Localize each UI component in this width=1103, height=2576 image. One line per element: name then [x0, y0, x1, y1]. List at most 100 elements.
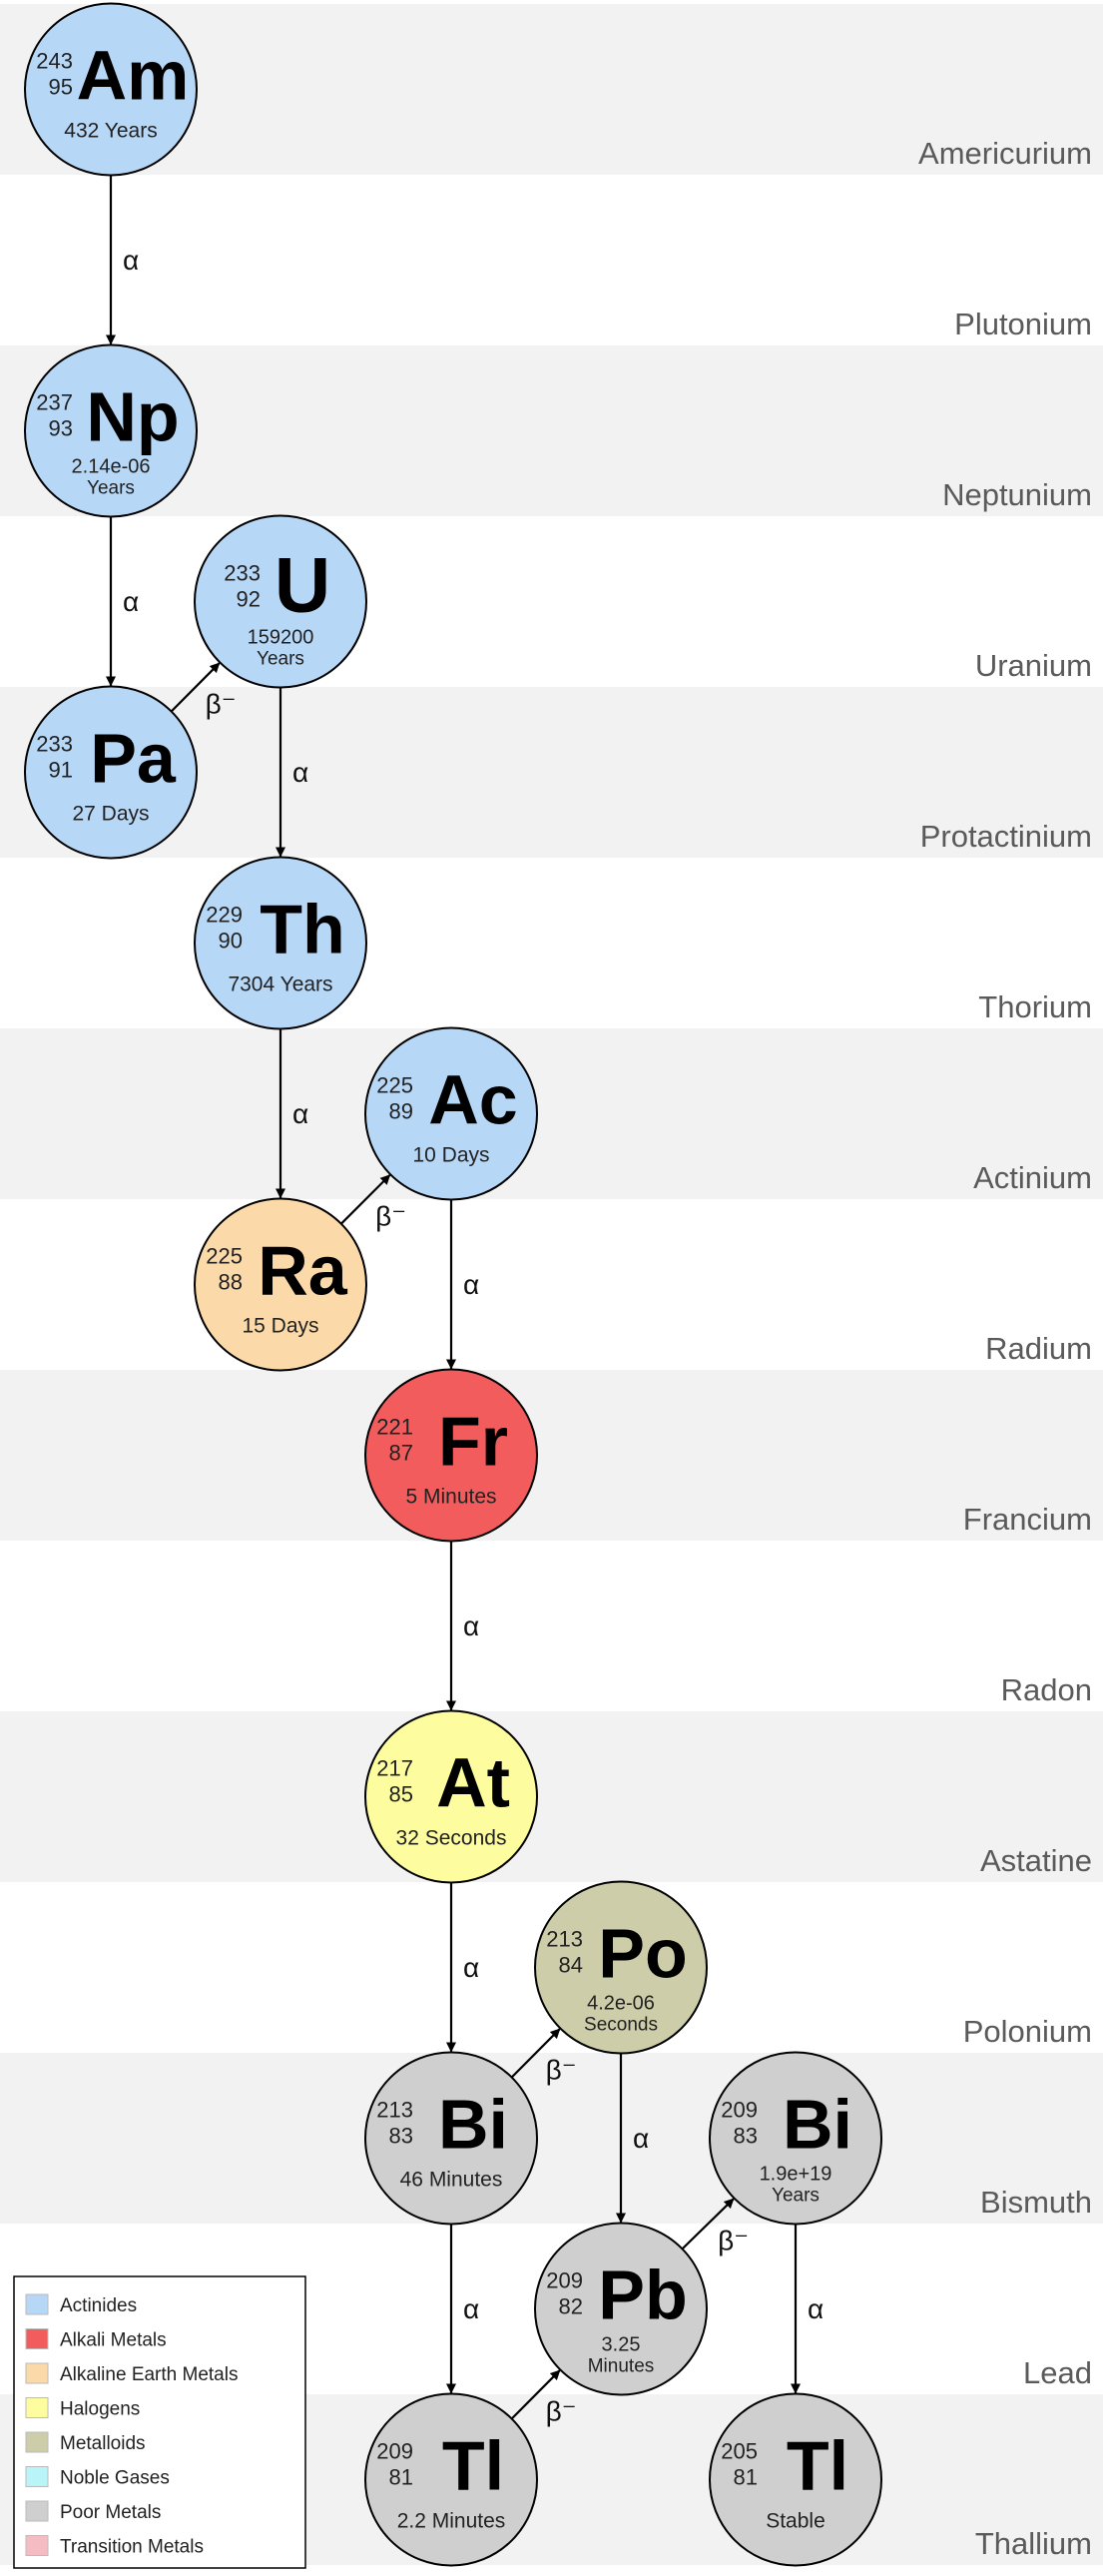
half-life-unit: Years	[257, 649, 304, 670]
element-symbol: Th	[260, 891, 345, 968]
mass-number: 209	[721, 2098, 758, 2123]
mass-number: 225	[376, 1073, 413, 1098]
row-label-bismuth: Bismuth	[980, 2185, 1092, 2220]
element-symbol: Ac	[428, 1061, 517, 1139]
atomic-number: 91	[49, 758, 73, 783]
half-life-unit: Minutes	[588, 2356, 655, 2377]
half-life: 7304 Years	[228, 973, 332, 996]
decay-label-u-to-th: α	[292, 757, 308, 788]
element-symbol: Ra	[258, 1232, 348, 1310]
mass-number: 209	[546, 2268, 583, 2293]
mass-number: 213	[546, 1927, 583, 1952]
legend-label: Noble Gases	[60, 2468, 170, 2489]
decay-label-bi209-to-tl205: α	[808, 2293, 824, 2324]
legend-item-actinides: Actinides	[25, 2293, 137, 2316]
nuclide-circle	[24, 343, 198, 518]
decay-arrow-pb-to-bi209	[681, 2198, 735, 2251]
legend-label: Alkaline Earth Metals	[60, 2364, 238, 2385]
element-row-bands: AmericuriumPlutoniumNeptuniumUraniumProt…	[0, 4, 1103, 2565]
half-life: 32 Seconds	[396, 1827, 507, 1850]
mass-number: 233	[224, 561, 261, 586]
half-life-value: 159200	[248, 627, 314, 649]
element-symbol: Am	[77, 37, 190, 115]
legend-label: Transition Metals	[60, 2537, 204, 2558]
half-life-unit: Seconds	[584, 2015, 658, 2036]
nuclide-circle	[364, 1368, 538, 1543]
atomic-number: 92	[237, 587, 261, 612]
decay-label-pa-to-u: β⁻	[206, 688, 237, 719]
nuclide-circle	[24, 685, 198, 860]
row-label-americurium: Americurium	[918, 136, 1092, 171]
decay-label-ac-to-fr: α	[463, 1269, 479, 1300]
nuclide-circle	[24, 2, 198, 177]
half-life-value: 1.9e+19	[760, 2164, 832, 2186]
atomic-number: 81	[389, 2465, 413, 2490]
half-life: Stable	[766, 2510, 826, 2533]
nuclide-circle	[534, 1880, 708, 2055]
mass-number: 217	[376, 1756, 413, 1781]
element-symbol: Tl	[442, 2427, 504, 2505]
row-label-astatine: Astatine	[980, 1843, 1092, 1878]
half-life-unit: Years	[87, 478, 135, 499]
nuclide-circle	[194, 1197, 367, 1372]
decay-arrow-ra-to-ac	[340, 1174, 391, 1225]
legend-item-alkali-metals: Alkali Metals	[25, 2328, 167, 2351]
nuclide-circle	[364, 2051, 538, 2226]
element-symbol: Fr	[438, 1403, 508, 1481]
nuclide-circle	[364, 1709, 538, 1884]
decay-arrow-pa-to-u	[170, 662, 221, 713]
legend-label: Alkali Metals	[60, 2330, 167, 2351]
legend-item-alkaline-earth-metals: Alkaline Earth Metals	[25, 2362, 238, 2385]
decay-label-am-to-np: α	[123, 245, 139, 276]
mass-number: 209	[376, 2439, 413, 2464]
decay-label-pb-to-bi209: β⁻	[718, 2225, 749, 2255]
decay-label-tl209-to-pb: β⁻	[546, 2395, 577, 2426]
nuclide-circle	[709, 2392, 882, 2567]
row-band-bismuth	[0, 2053, 1103, 2224]
decay-label-bi213-to-po: β⁻	[546, 2054, 577, 2085]
legend-swatch	[25, 2293, 49, 2315]
nuclide-circle	[194, 856, 367, 1030]
mass-number: 233	[36, 732, 73, 757]
mass-number: 225	[206, 1244, 243, 1269]
decay-label-bi213-to-tl209: α	[463, 2293, 479, 2324]
half-life: 46 Minutes	[400, 2169, 503, 2192]
half-life: 27 Days	[72, 803, 149, 826]
decay-label-ra-to-ac: β⁻	[375, 1200, 406, 1231]
atomic-number: 88	[219, 1270, 243, 1295]
element-symbol: U	[275, 541, 330, 629]
mass-number: 237	[36, 390, 73, 415]
legend-item-noble-gases: Noble Gases	[25, 2466, 170, 2489]
row-label-actinium: Actinium	[973, 1160, 1092, 1195]
half-life-unit: Years	[772, 2186, 820, 2207]
half-life: 10 Days	[412, 1144, 489, 1167]
mass-number: 229	[206, 903, 243, 928]
element-symbol: Pb	[598, 2256, 687, 2334]
legend-swatch	[25, 2431, 49, 2453]
atomic-number: 83	[734, 2124, 758, 2149]
element-symbol: Tl	[787, 2427, 848, 2505]
half-life-value: 3.25	[602, 2334, 641, 2356]
nuclide-circle	[534, 2222, 708, 2396]
row-band-francium	[0, 1370, 1103, 1541]
decay-label-at-to-bi213: α	[463, 1952, 479, 1983]
atomic-number: 83	[389, 2124, 413, 2149]
legend-label: Halogens	[60, 2399, 140, 2420]
element-symbol: Np	[86, 378, 179, 456]
mass-number: 221	[376, 1415, 413, 1440]
row-label-uranium: Uranium	[975, 648, 1092, 683]
